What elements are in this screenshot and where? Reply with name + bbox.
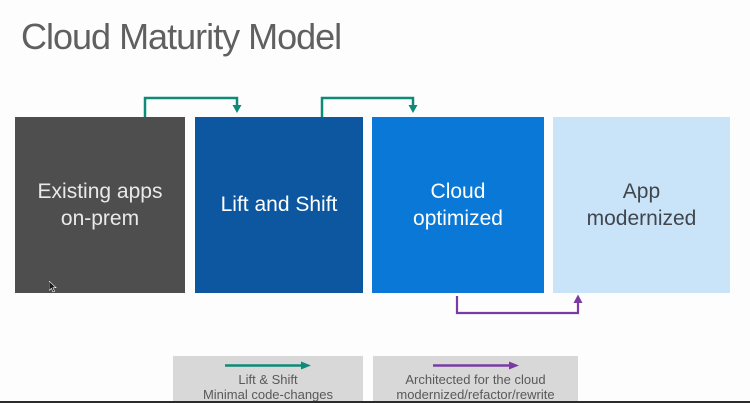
box-label: Existing apps on-prem [37, 179, 163, 230]
purple-arrow-icon [432, 361, 519, 370]
bottom-edge-bar [0, 401, 750, 403]
box-lift-and-shift: Lift and Shift [195, 117, 363, 293]
box-existing-apps-on-prem: Existing apps on-prem [15, 117, 185, 293]
box-label: Lift and Shift [220, 193, 338, 217]
mouse-cursor-icon [49, 281, 57, 293]
slide-title: Cloud Maturity Model [21, 16, 342, 57]
teal-arrow-icon [225, 361, 311, 370]
box-cloud-optimized: Cloud optimized [372, 117, 544, 293]
legend-architected-for-cloud: Architected for the cloud modernized/ref… [373, 356, 578, 403]
teal-arrow-liftshift-to-cloudoptimized-icon [320, 96, 418, 117]
purple-arrow-cloudoptimized-to-appmodernized-icon [455, 294, 583, 315]
legend-line2: modernized/refactor/rewrite [396, 387, 555, 403]
legend-line2: Minimal code-changes [202, 387, 334, 403]
legend-line1: Lift & Shift [238, 372, 298, 387]
box-label: App modernized [586, 179, 697, 230]
box-app-modernized: App modernized [553, 117, 730, 293]
box-label: Cloud optimized [413, 179, 503, 230]
legend-lift-and-shift: Lift & Shift Minimal code-changes [173, 356, 363, 403]
teal-arrow-onprem-to-liftshift-icon [143, 96, 242, 117]
legend-line1: Architected for the cloud [405, 372, 546, 387]
